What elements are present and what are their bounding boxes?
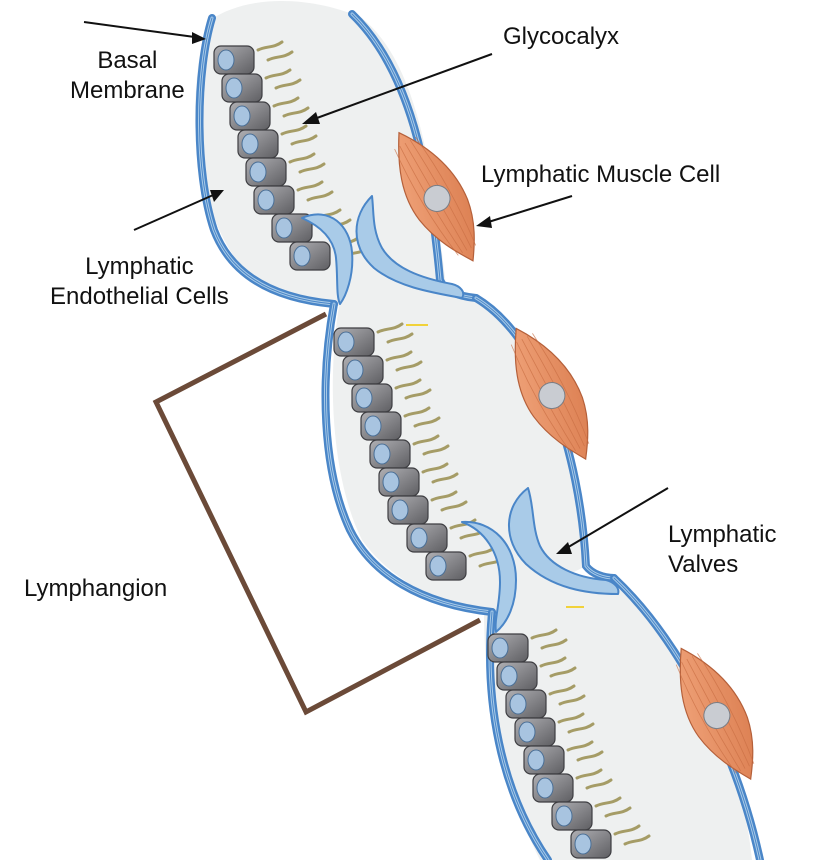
endothelial-cell [343, 356, 383, 384]
endothelial-cell [361, 412, 401, 440]
cell-nucleus [226, 78, 242, 98]
glycocalyx-label: Glycocalyx [503, 22, 619, 52]
endothelial-cell [388, 496, 428, 524]
cell-nucleus [510, 694, 526, 714]
cell-nucleus [374, 444, 390, 464]
endothelial-cell [379, 468, 419, 496]
lymphatic-valves-label: Lymphatic Valves [668, 520, 777, 580]
lymphatic-endothelial-cells-label: Lymphatic Endothelial Cells [50, 252, 229, 312]
lymphangion-label: Lymphangion [24, 574, 167, 604]
endothelial-cell [506, 690, 546, 718]
cell-nucleus [575, 834, 591, 854]
endothelial-cell [426, 552, 466, 580]
cell-nucleus [392, 500, 408, 520]
cell-nucleus [383, 472, 399, 492]
cell-nucleus [501, 666, 517, 686]
endothelial-cell [352, 384, 392, 412]
cell-nucleus [218, 50, 234, 70]
cell-nucleus [528, 750, 544, 770]
cell-nucleus [365, 416, 381, 436]
cell-nucleus [276, 218, 292, 238]
cell-nucleus [294, 246, 310, 266]
endothelial-cell [524, 746, 564, 774]
endothelial-cell [246, 158, 286, 186]
cell-nucleus [234, 106, 250, 126]
endothelial-cell [407, 524, 447, 552]
cell-nucleus [556, 806, 572, 826]
endothelial-cell [515, 718, 555, 746]
cell-nucleus [356, 388, 372, 408]
endothelial-cell [222, 74, 262, 102]
endothelial-cell [290, 242, 330, 270]
endothelial-cell [533, 774, 573, 802]
vessel-lumen [195, 1, 752, 860]
endothelial-cell [370, 440, 410, 468]
lymphatic-muscle-cell-label: Lymphatic Muscle Cell [481, 160, 720, 190]
endothelial-cell [230, 102, 270, 130]
cell-nucleus [537, 778, 553, 798]
basal-membrane-label: Basal Membrane [70, 46, 185, 106]
endothelial-cell [214, 46, 254, 74]
endothelial-cell [334, 328, 374, 356]
cell-nucleus [411, 528, 427, 548]
cell-nucleus [250, 162, 266, 182]
cell-nucleus [242, 134, 258, 154]
endothelial-cell [254, 186, 294, 214]
endothelial-cell [571, 830, 611, 858]
cell-nucleus [258, 190, 274, 210]
cell-nucleus [347, 360, 363, 380]
basal-membrane-arrow [84, 22, 206, 44]
endothelial-cell [552, 802, 592, 830]
cell-nucleus [492, 638, 508, 658]
muscle-cell-arrow [476, 196, 572, 228]
endothelial-cell [488, 634, 528, 662]
cell-nucleus [430, 556, 446, 576]
endothelial-cell [497, 662, 537, 690]
cell-nucleus [338, 332, 354, 352]
endothelial-cell [238, 130, 278, 158]
cell-nucleus [519, 722, 535, 742]
